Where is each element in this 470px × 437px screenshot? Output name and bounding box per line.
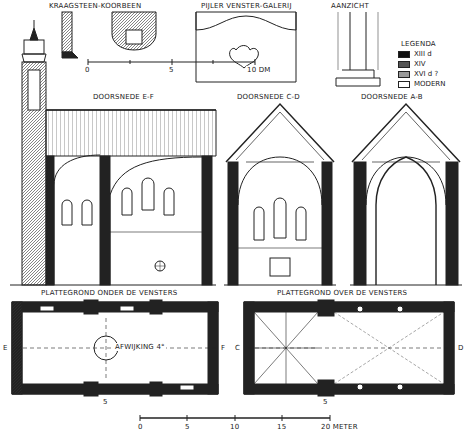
scale-number: 15	[276, 423, 287, 431]
view-title: PLATTEGROND OVER DE VENSTERS	[276, 289, 408, 297]
legend-row: MODERN	[398, 80, 445, 89]
view-title: DOORSNEDE C-D	[236, 93, 301, 101]
scale-number: 10	[229, 423, 240, 431]
legend-text: XIV	[414, 60, 426, 69]
legend-row: XIV	[398, 60, 426, 69]
section-marker: F	[220, 344, 226, 352]
section-marker: E	[2, 344, 9, 352]
legend-swatch	[398, 51, 410, 58]
legend-swatch	[398, 71, 410, 78]
scale-number: 5	[168, 66, 175, 74]
section-marker: C	[234, 344, 241, 352]
legend-row: XVI d ?	[398, 70, 438, 79]
view-title: KRAAGSTEEN-KOORBEEN	[48, 2, 142, 10]
legend-text: XVI d ?	[414, 70, 438, 79]
scale-number: 5	[322, 398, 329, 406]
view-title: DOORSNEDE A-B	[360, 93, 424, 101]
legend-row: XIII d	[398, 50, 432, 59]
legend-text: XIII d	[414, 50, 432, 59]
scale-number: 5	[184, 423, 191, 431]
legend-swatch	[398, 81, 410, 88]
legend-swatch	[398, 61, 410, 68]
scale-number: 0	[137, 423, 144, 431]
scale-number: 0	[84, 66, 91, 74]
view-title: LEGENDA	[400, 40, 437, 48]
view-title: PLATTEGROND ONDER DE VENSTERS	[40, 289, 178, 297]
scale-number: 5	[102, 398, 109, 406]
view-title: AANZICHT	[330, 2, 370, 10]
view-title: AFWIJKING 4°	[114, 343, 166, 351]
view-title: PIJLER VENSTER-GALERIJ	[200, 2, 293, 10]
scale-number: 20 METER	[320, 423, 359, 431]
section-marker: D	[457, 344, 465, 352]
legend-text: MODERN	[414, 80, 445, 89]
view-title: DOORSNEDE E-F	[92, 93, 155, 101]
scale-number: 10 DM	[246, 66, 272, 74]
